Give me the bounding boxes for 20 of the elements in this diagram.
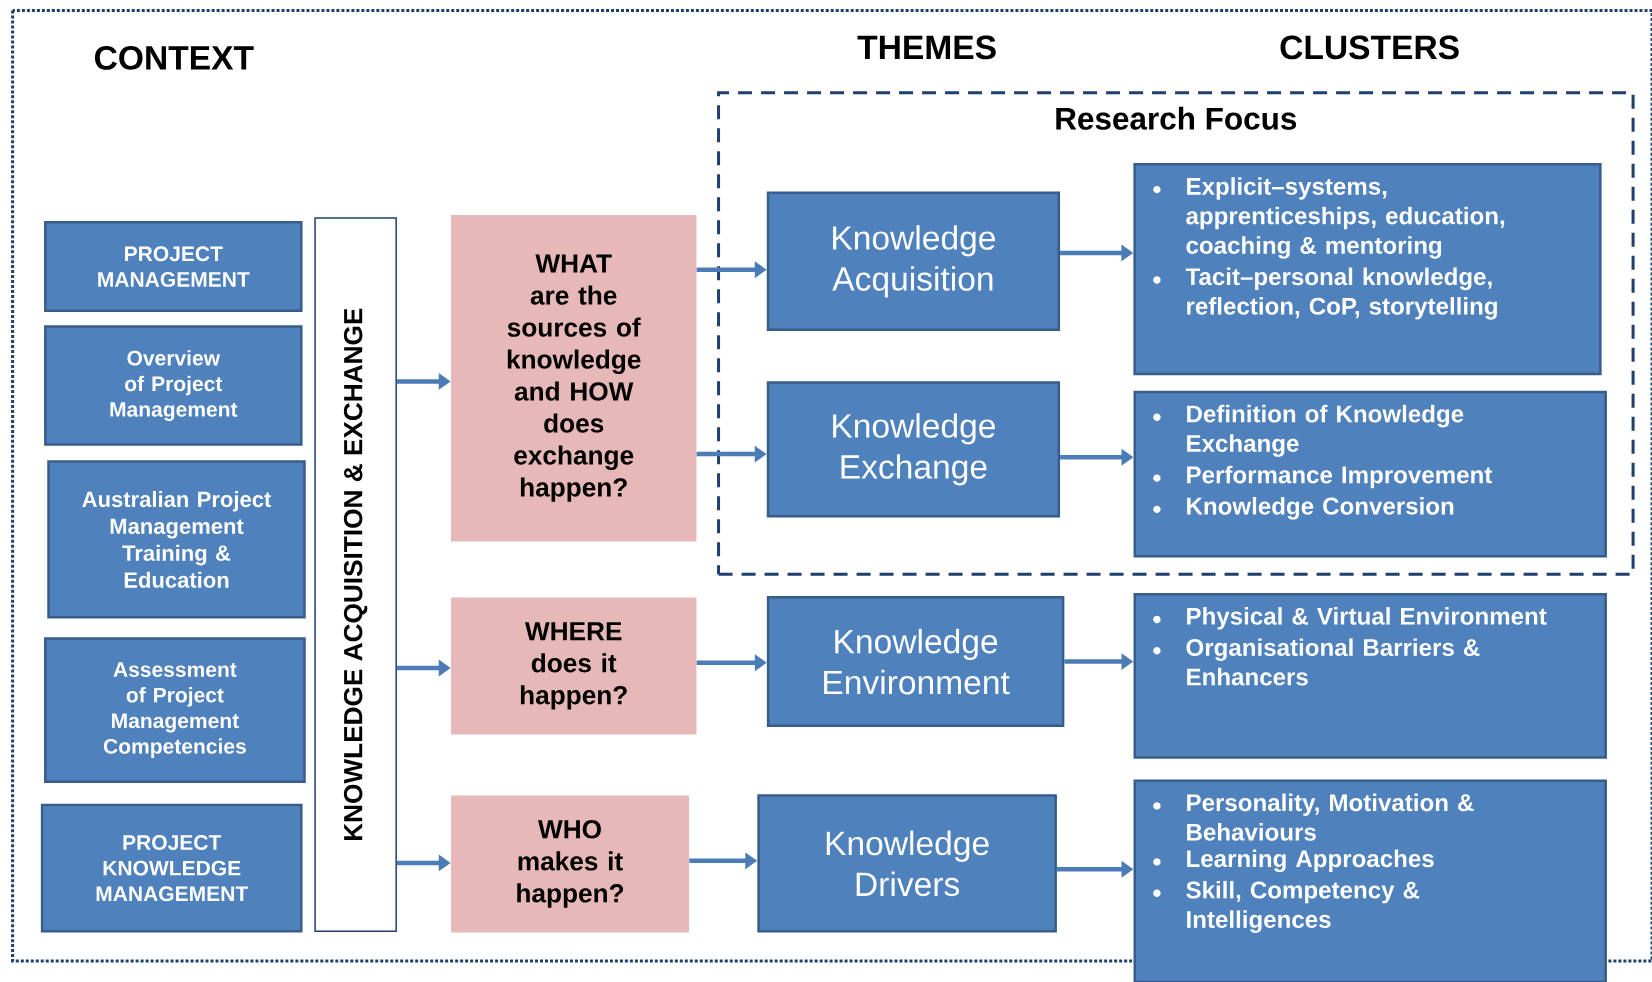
question-box: WHO makes it happen? <box>450 795 690 933</box>
question-box: WHERE does it happen? <box>450 597 697 735</box>
cluster-box: Definition of Knowledge Exchange Performance Improvement Knowledge Conversion <box>1133 390 1607 558</box>
cluster-box: Physical & Virtual Environment Organisational Barriers & Enhancers <box>1133 593 1607 759</box>
theme-box: Knowledge Environment <box>766 596 1065 728</box>
theme-box: Knowledge Exchange <box>766 381 1061 518</box>
heading: CONTEXT <box>94 46 254 70</box>
context-box: PROJECT MANAGEMENT <box>44 221 303 313</box>
context-box: Assessment of Project Management Competencies <box>44 637 306 783</box>
heading: CLUSTERS <box>1280 35 1459 60</box>
context-box: Australian Project Management Training & Education <box>47 460 306 619</box>
theme-box: Knowledge Drivers <box>757 794 1057 933</box>
cluster-box: Personality, Motivation & Behaviours Learning Approaches Skill, Competency & Intelligences <box>1133 779 1607 982</box>
vertical-bar-box: KNOWLEDGE ACQUISITION & EXCHANGE <box>314 217 397 933</box>
heading: THEMES <box>857 35 996 60</box>
question-box: WHAT are the sources of knowledge and HOW does exchange happen? <box>450 214 697 542</box>
context-box: Overview of Project Management <box>44 325 303 446</box>
context-box: PROJECT KNOWLEDGE MANAGEMENT <box>40 803 303 933</box>
theme-box: Knowledge Acquisition <box>766 191 1061 332</box>
cluster-box: Explicit–systems, apprenticeships, education, coaching & mentoring Tacit–personal knowledge, reflection, CoP, storytelling <box>1133 163 1602 376</box>
